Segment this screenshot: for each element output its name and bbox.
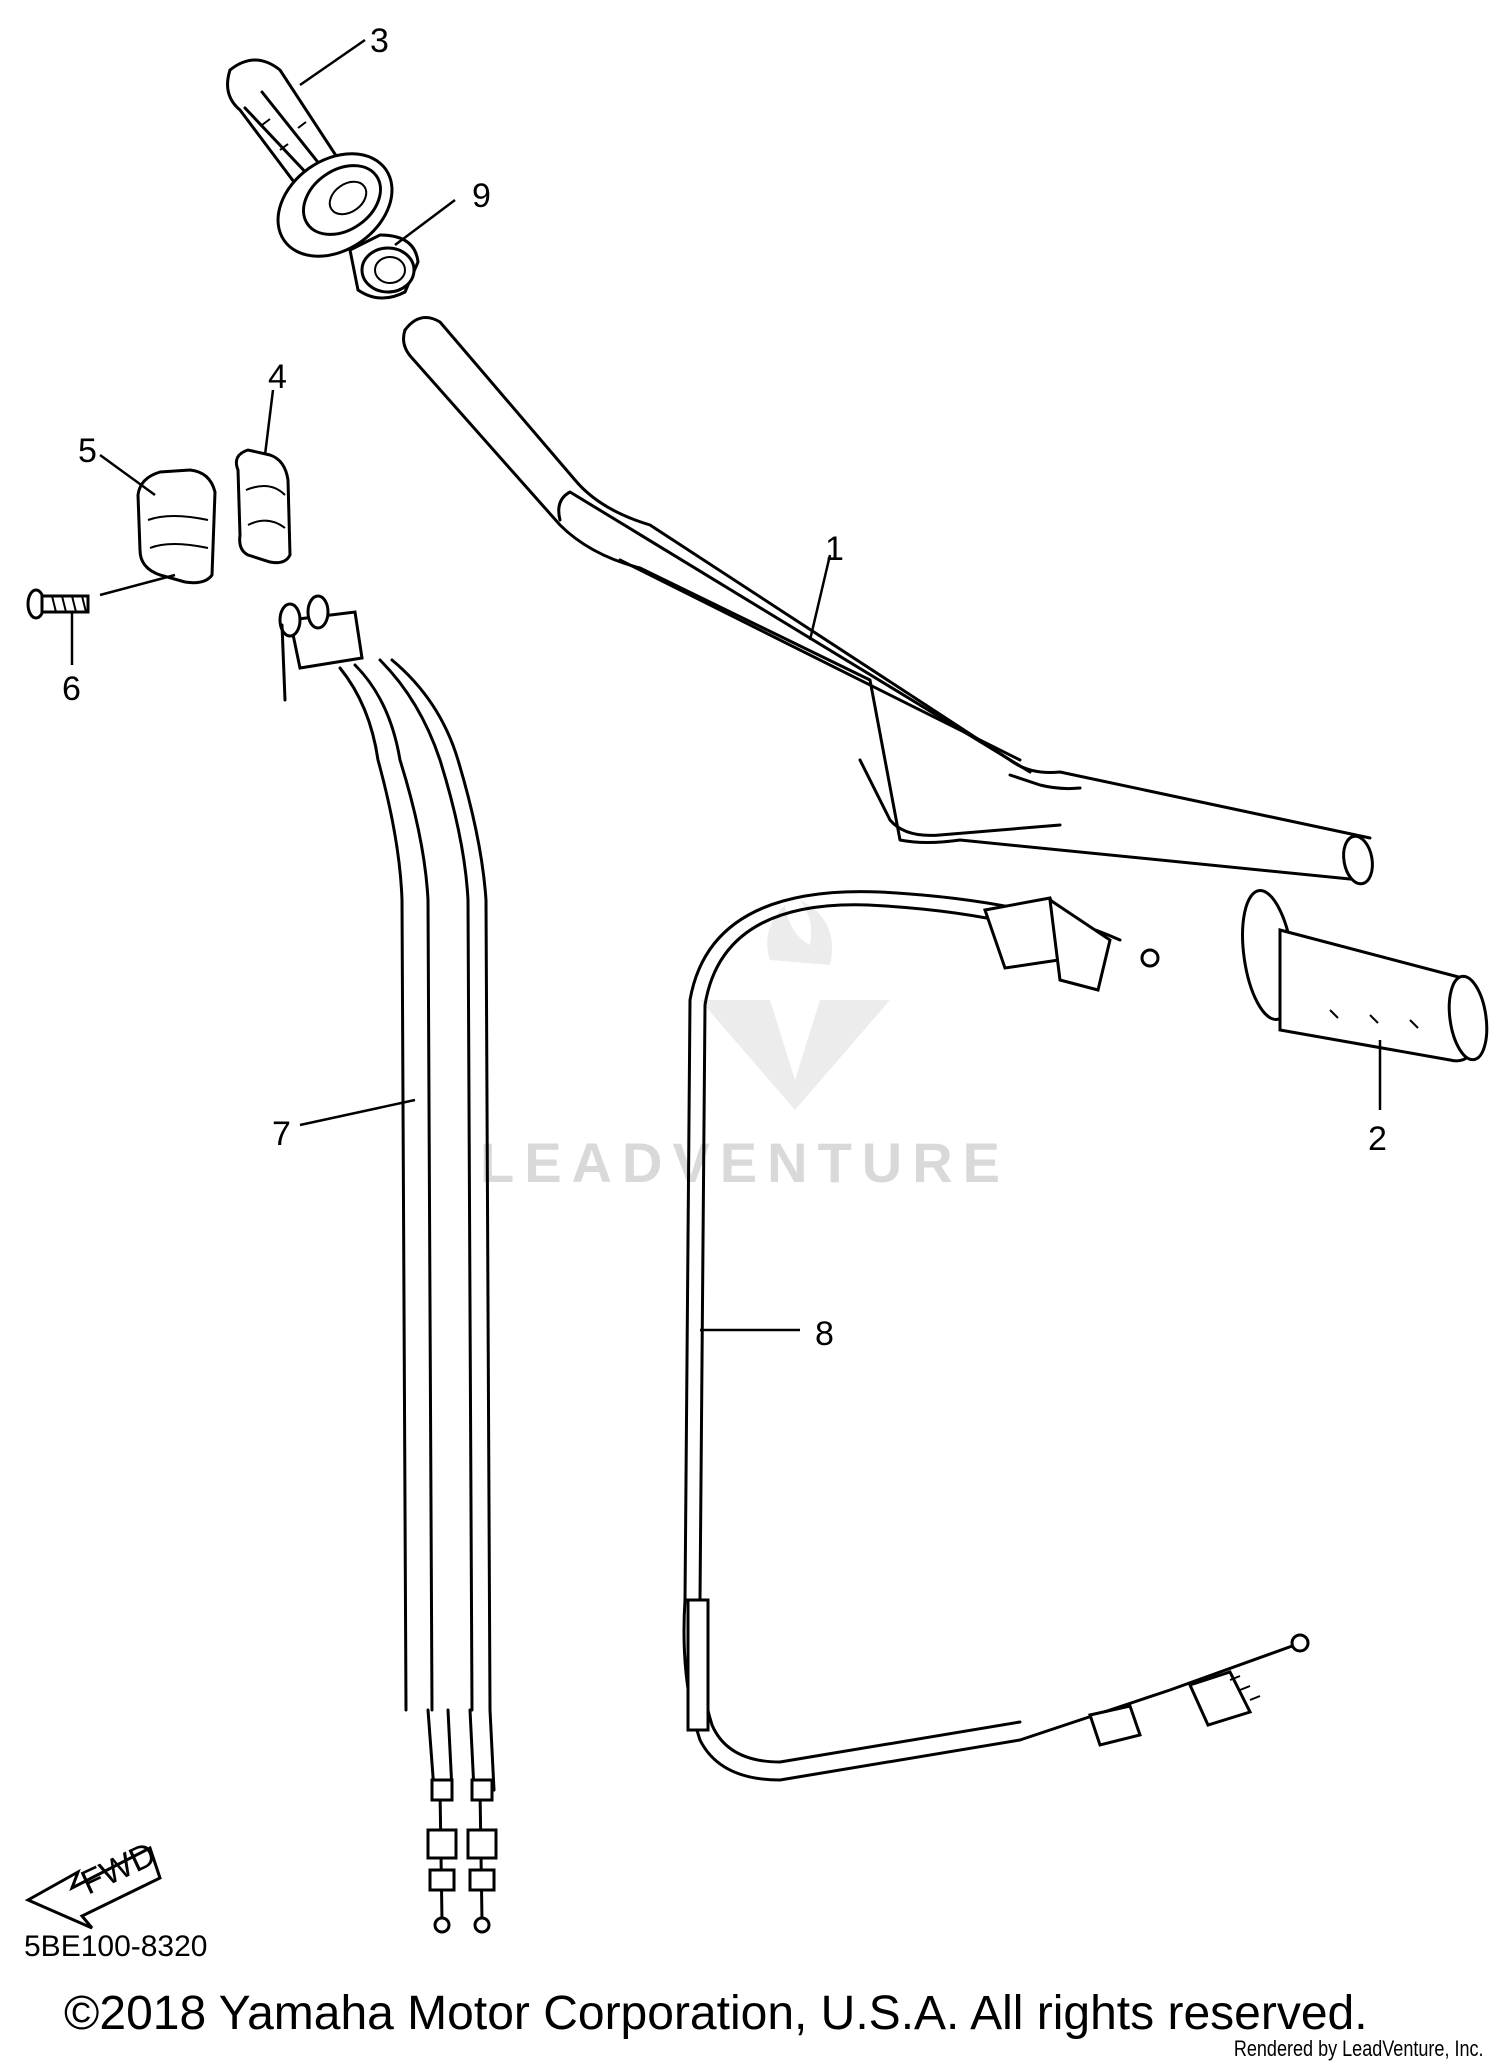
callout-2: 2: [1368, 1120, 1387, 1158]
handlebar-part-1: [402, 316, 1374, 886]
collar-part-9: [348, 233, 420, 300]
callout-5: 5: [78, 432, 97, 470]
copyright-notice: ©2018 Yamaha Motor Corporation, U.S.A. A…: [64, 1987, 1368, 2040]
rendered-by-credit: Rendered by LeadVenture, Inc.: [1234, 2036, 1484, 2061]
bolt-part-6: [26, 588, 90, 620]
clamp-part-5: [136, 468, 217, 585]
diagram-code: 5BE100-8320: [24, 1930, 208, 1963]
throttle-grip-part-3: [226, 58, 394, 258]
clamp-part-4: [234, 448, 292, 565]
leader-lines: [70, 38, 1382, 1332]
callout-4: 4: [268, 358, 287, 396]
fwd-direction-arrow: FWD: [24, 1835, 162, 1930]
callout-7: 7: [272, 1115, 291, 1153]
callout-1: 1: [825, 530, 844, 568]
callout-9: 9: [472, 177, 491, 215]
watermark-text: LEADVENTURE: [480, 1131, 1011, 1194]
callout-8: 8: [815, 1315, 834, 1353]
callout-numbers: 3 9 4 5 6 1 7 8 2: [62, 22, 1387, 1353]
callout-6: 6: [62, 670, 81, 708]
callout-3: 3: [370, 22, 389, 60]
clutch-cable-part-8: [682, 890, 1310, 1782]
right-grip-part-2: [1241, 889, 1489, 1063]
throttle-cables-part-7: [278, 594, 498, 1934]
